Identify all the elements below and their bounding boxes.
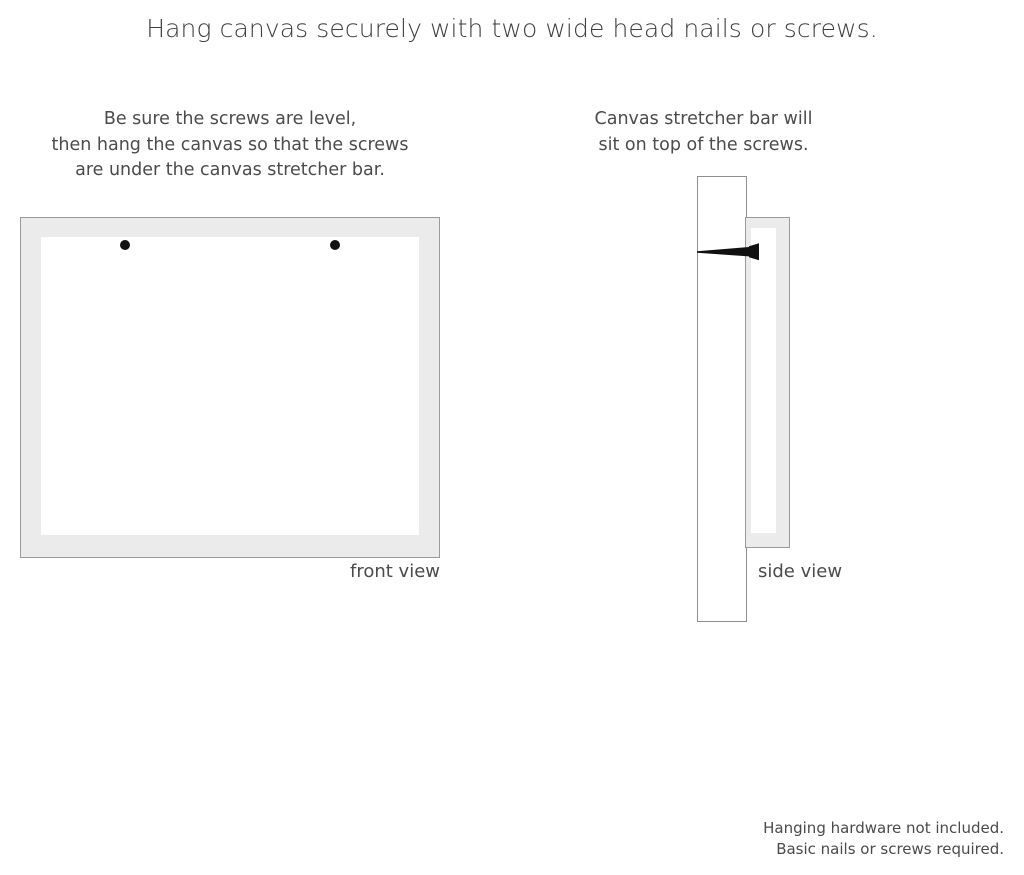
side-view-diagram	[697, 176, 817, 626]
footnote: Hanging hardware not included. Basic nai…	[624, 818, 1004, 860]
side-view-label: side view	[758, 561, 843, 582]
canvas-face-front	[41, 237, 419, 535]
side-view-caption-line-1: Canvas stretcher bar will	[594, 109, 813, 129]
page-title: Hang canvas securely with two wide head …	[146, 14, 878, 43]
front-view-caption-line-2: then hang the canvas so that the screws	[51, 134, 409, 155]
footnote-line-1: Hanging hardware not included.	[763, 819, 1004, 837]
side-view-caption-line-2: sit on top of the screws.	[598, 134, 809, 155]
screw-head-left-icon	[120, 240, 130, 250]
screw-side-icon	[697, 243, 759, 261]
canvas-profile-side	[745, 217, 790, 548]
front-view-caption-line-1: Be sure the screws are level,	[103, 109, 357, 129]
screw-head-right-icon	[330, 240, 340, 250]
front-view-caption-line-3: are under the canvas stretcher bar.	[75, 160, 385, 180]
front-view-caption: Be sure the screws are level, then hang …	[20, 107, 440, 184]
side-view-caption: Canvas stretcher bar will sit on top of …	[585, 107, 822, 158]
front-view-label: front view	[350, 561, 440, 582]
footnote-line-2: Basic nails or screws required.	[776, 840, 1004, 858]
stretcher-bar-profile	[751, 228, 776, 533]
front-view-diagram	[20, 217, 440, 558]
